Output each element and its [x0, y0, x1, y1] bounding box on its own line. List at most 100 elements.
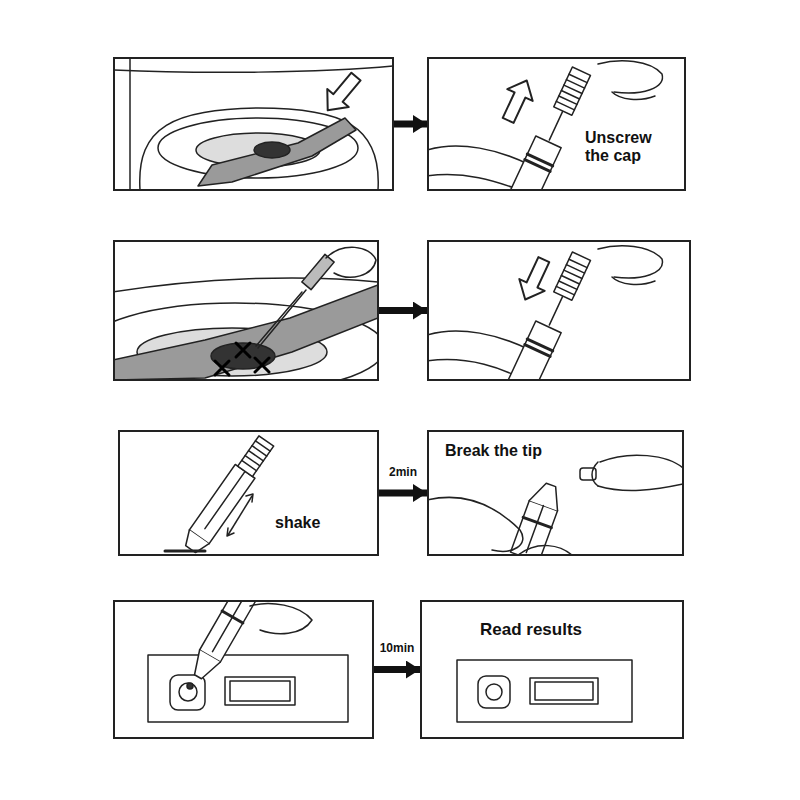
sampling-illustration: [302, 254, 334, 289]
step-arrow: [374, 666, 420, 673]
toilet-illustration: [114, 66, 393, 72]
cassette-illustration: [148, 601, 348, 722]
step-panel: Read results: [420, 600, 684, 739]
tube-illustration: [592, 462, 598, 486]
step-panel: Break the tip: [427, 430, 684, 556]
cassette-illustration: [457, 660, 632, 722]
tube-illustration: [428, 360, 520, 378]
cassette-illustration: [230, 681, 290, 701]
step-arrow: [394, 121, 427, 128]
step-panel: Unscrew the cap: [427, 57, 686, 191]
tube-illustration: [506, 250, 594, 380]
step-instruction: Read results: [480, 620, 660, 640]
tube-illustration: [554, 67, 591, 115]
sampling-illustration: [326, 247, 376, 277]
step-panel: shake: [118, 430, 379, 556]
cassette-illustration: [530, 678, 598, 704]
sampling-illustration: [114, 247, 378, 380]
tube-illustration: [165, 434, 276, 555]
cassette-illustration: [535, 682, 593, 700]
tube-illustration: [428, 455, 683, 555]
tube-illustration: [428, 175, 520, 190]
step-panel: [113, 240, 379, 381]
tube-illustration: [246, 494, 253, 502]
cassette-illustration: [188, 601, 256, 683]
tube-illustration: [189, 464, 255, 543]
tube-illustration: [227, 528, 234, 536]
step-arrow: [379, 490, 427, 497]
cassette-illustration: [187, 683, 193, 689]
tube-illustration: [428, 61, 662, 190]
tube-illustration: [518, 546, 572, 555]
tube-illustration: [612, 277, 655, 284]
tube-illustration: [529, 480, 565, 511]
tube-illustration: [525, 345, 550, 357]
tube-illustration: [242, 441, 271, 471]
tube-illustration: [525, 160, 550, 172]
sampling-illustration: [236, 343, 250, 357]
step-instruction: Unscrew the cap: [585, 129, 677, 166]
tube-illustration: [527, 339, 552, 351]
tube-illustration: [612, 92, 655, 99]
tube-illustration: [495, 75, 539, 127]
cassette-illustration: [225, 677, 295, 705]
tube-illustration: [506, 321, 561, 380]
tube-illustration: [598, 246, 662, 278]
cassette-illustration: [457, 660, 632, 722]
cassette-illustration: [200, 601, 256, 662]
tube-illustration: [506, 136, 561, 190]
tube-illustration: [600, 455, 683, 468]
step-panel: [113, 57, 394, 191]
tube-illustration: [238, 436, 274, 477]
tube-illustration: [549, 295, 563, 325]
tube-illustration: [165, 550, 205, 553]
cassette-illustration: [213, 601, 246, 652]
step-instruction: shake: [275, 514, 365, 532]
toilet-illustration: [198, 118, 356, 186]
tube-illustration: [511, 480, 566, 555]
tube-illustration: [205, 471, 245, 528]
time-label: 2min: [387, 466, 419, 479]
time-label: 10min: [378, 642, 417, 655]
cassette-illustration: [250, 604, 312, 634]
sampling-illustration: [258, 290, 306, 348]
step-arrow: [379, 307, 427, 314]
tube-illustration: [428, 246, 662, 380]
sampling-illustration: [114, 278, 378, 292]
illustration: [85, 57, 683, 722]
tube-illustration: [556, 74, 587, 110]
toilet-illustration: [254, 142, 290, 158]
tube-illustration: [598, 61, 662, 93]
tube-illustration: [527, 154, 552, 166]
step-panel: [113, 600, 374, 739]
step-instruction: Break the tip: [445, 442, 645, 460]
toilet-illustration: [317, 68, 367, 120]
sampling-illustration: [215, 361, 229, 375]
tube-illustration: [428, 497, 523, 551]
step-panel: [427, 240, 691, 381]
cassette-illustration: [478, 676, 510, 708]
tube-illustration: [554, 252, 591, 300]
sampling-illustration: [215, 343, 269, 375]
tube-illustration: [556, 259, 587, 295]
toilet-illustration: [140, 108, 379, 190]
tube-illustration: [598, 484, 683, 490]
sampling-illustration: [255, 358, 269, 372]
tube-illustration: [228, 496, 252, 535]
cassette-illustration: [188, 650, 221, 683]
cassette-illustration: [179, 683, 197, 701]
sampling-illustration: [256, 292, 302, 346]
sampling-illustration: [114, 285, 378, 380]
toilet-illustration: [114, 58, 393, 190]
cassette-illustration: [486, 684, 502, 700]
tube-illustration: [513, 254, 557, 306]
cassette-illustration: [170, 675, 205, 710]
toilet-illustration: [129, 58, 131, 190]
cassette-illustration: [148, 655, 348, 722]
tube-illustration: [549, 110, 563, 140]
tube-illustration: [181, 434, 276, 555]
